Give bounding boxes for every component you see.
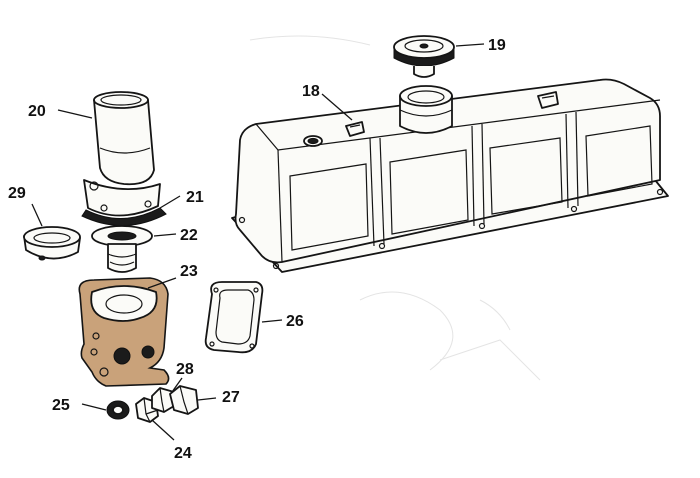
label-23: 23 [180, 263, 198, 280]
label-26: 26 [286, 313, 304, 330]
part-labels: 18 19 20 21 22 23 24 25 26 27 28 29 [8, 37, 506, 462]
label-21: 21 [186, 189, 204, 206]
plug-part-28 [151, 387, 175, 413]
label-18: 18 [302, 83, 320, 100]
thermostat-part-22 [91, 225, 153, 273]
label-27: 27 [222, 389, 240, 406]
union-nut-part-27 [169, 385, 199, 415]
label-25: 25 [52, 397, 70, 414]
label-19: 19 [488, 37, 506, 54]
label-24: 24 [174, 445, 192, 462]
leader-lines [31, 43, 485, 441]
filler-cap-part-19 [393, 35, 455, 78]
thermostat-housing-part-23 [78, 277, 170, 387]
washer-part-25 [106, 400, 130, 420]
hose-neck-part-20 [83, 91, 161, 217]
background-bleed [249, 35, 541, 381]
label-28: 28 [176, 361, 194, 378]
label-29: 29 [8, 185, 26, 202]
plug-part-29 [23, 226, 81, 261]
label-22: 22 [180, 227, 198, 244]
flat-gasket-part-26 [204, 281, 264, 354]
rocker-cover-part-18 [231, 78, 669, 273]
neck-gasket-part-21 [81, 207, 167, 226]
label-20: 20 [28, 103, 46, 120]
